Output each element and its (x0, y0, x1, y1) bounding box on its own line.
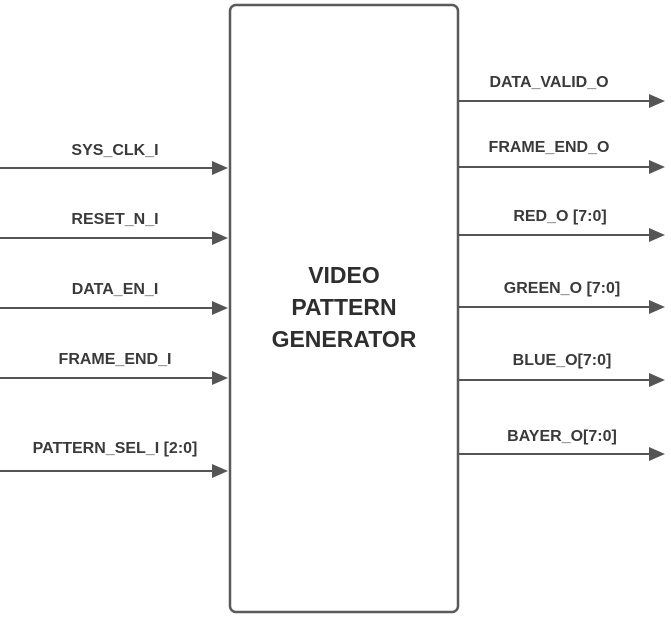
output-label-data-valid: DATA_VALID_O (489, 74, 608, 91)
input-arrow-reset-n (212, 231, 228, 245)
output-arrow-data-valid (649, 94, 665, 108)
output-label-green: GREEN_O [7:0] (504, 280, 620, 297)
output-label-frame-end: FRAME_END_O (489, 139, 610, 156)
input-label-data-en: DATA_EN_I (72, 281, 159, 298)
input-port-frame-end: FRAME_END_I (0, 351, 228, 385)
output-arrow-red (649, 228, 665, 242)
output-label-red: RED_O [7:0] (513, 208, 606, 225)
output-arrow-blue (649, 373, 665, 387)
block-title-line-3: GENERATOR (272, 326, 417, 352)
output-port-blue: BLUE_O[7:0] (459, 352, 665, 387)
output-port-data-valid: DATA_VALID_O (459, 74, 665, 108)
input-port-reset-n: RESET_N_I (0, 211, 228, 245)
output-port-frame-end: FRAME_END_O (459, 139, 665, 174)
input-arrow-sys-clk (212, 161, 228, 175)
block-title-line-1: VIDEO (308, 262, 380, 288)
output-arrow-frame-end (649, 160, 665, 174)
input-label-sys-clk: SYS_CLK_I (71, 142, 158, 159)
block-title-line-2: PATTERN (291, 294, 396, 320)
input-port-sys-clk: SYS_CLK_I (0, 142, 228, 175)
input-label-pattern-sel: PATTERN_SEL_I [2:0] (33, 440, 198, 457)
output-port-red: RED_O [7:0] (459, 208, 665, 242)
output-port-green: GREEN_O [7:0] (459, 280, 665, 314)
output-label-bayer: BAYER_O[7:0] (507, 428, 617, 445)
video-pattern-generator-block (228, 3, 460, 614)
output-arrow-bayer (649, 447, 665, 461)
input-port-data-en: DATA_EN_I (0, 281, 228, 315)
output-port-bayer: BAYER_O[7:0] (459, 428, 665, 461)
input-arrow-pattern-sel (212, 464, 228, 478)
output-label-blue: BLUE_O[7:0] (513, 352, 612, 369)
input-arrow-frame-end (212, 371, 228, 385)
input-port-pattern-sel: PATTERN_SEL_I [2:0] (0, 440, 228, 478)
output-arrow-green (649, 300, 665, 314)
input-label-reset-n: RESET_N_I (71, 211, 158, 228)
input-label-frame-end: FRAME_END_I (59, 351, 172, 368)
input-arrow-data-en (212, 301, 228, 315)
